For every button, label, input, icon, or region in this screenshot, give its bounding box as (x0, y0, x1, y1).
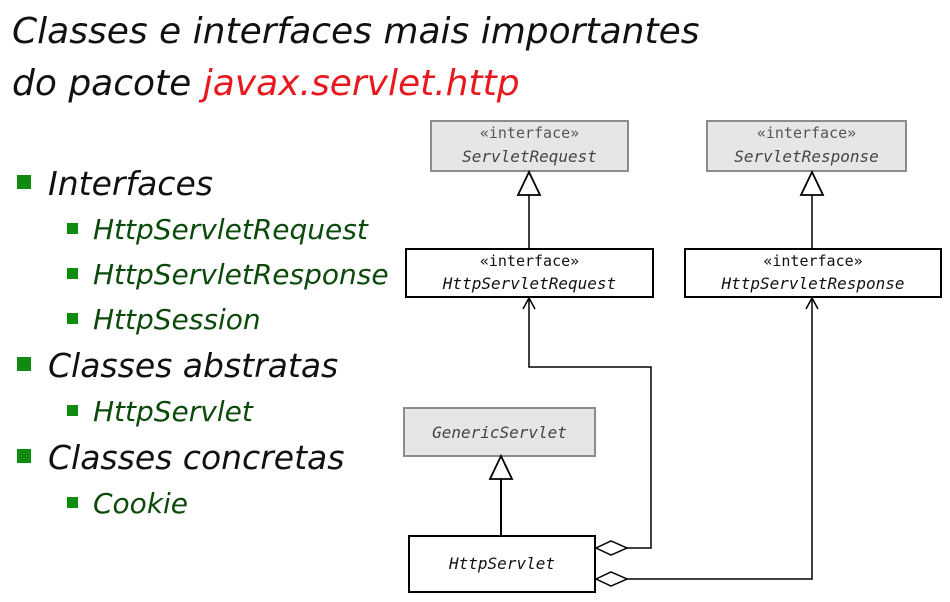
outline-subitem-label: HttpServlet (93, 395, 253, 428)
http-servlet-request-stereotype: «interface» (480, 252, 579, 270)
http-servlet-box (408, 535, 596, 593)
inheritance-arrow-icon (488, 453, 514, 480)
servlet-response-box (706, 120, 907, 172)
outline-subitem-label: HttpSession (93, 303, 261, 336)
outline-subitem: HttpServlet (0, 389, 389, 434)
outline-label: Interfaces (48, 164, 213, 203)
square-bullet-icon (67, 497, 78, 508)
http-servlet-response-stereotype: «interface» (763, 252, 862, 270)
square-bullet-icon (17, 357, 31, 371)
http-servlet-name: HttpServlet (448, 554, 555, 573)
inheritance-arrow-icon (516, 169, 542, 196)
outline-list: Interfaces HttpServletRequest HttpServle… (0, 160, 389, 526)
http-servlet-response-name: HttpServletResponse (720, 274, 904, 293)
square-bullet-icon (67, 405, 78, 416)
title-package: javax.servlet.http (202, 63, 520, 104)
page-title: Classes e interfaces mais importantes do… (12, 6, 732, 110)
title-prefix: Classes e interfaces mais importantes do… (12, 11, 700, 104)
servlet-response-name: ServletResponse (734, 147, 879, 166)
servlet-request-name: ServletRequest (462, 147, 597, 166)
outline-subitem: HttpServletResponse (0, 252, 389, 297)
outline-label: Classes concretas (48, 438, 345, 477)
outline-subitem: Cookie (0, 481, 389, 526)
outline-subitem: HttpServletRequest (0, 207, 389, 252)
dependency-arrow-icon (805, 296, 819, 310)
http-servlet-response-box (684, 248, 942, 298)
outline-label: Classes abstratas (48, 346, 339, 385)
outline-subitem-label: HttpServletRequest (93, 213, 368, 246)
outline-item-interfaces: Interfaces (0, 160, 389, 207)
outline-item-abstract-classes: Classes abstratas (0, 342, 389, 389)
servlet-request-stereotype: «interface» (480, 124, 579, 142)
aggregation-line-response (627, 299, 813, 580)
servlet-request-box (430, 120, 629, 172)
generic-servlet-name: GenericServlet (432, 423, 567, 442)
outline-subitem-label: Cookie (93, 487, 189, 520)
outline-item-concrete-classes: Classes concretas (0, 434, 389, 481)
servlet-response-stereotype: «interface» (757, 124, 856, 142)
square-bullet-icon (67, 223, 78, 234)
dependency-arrow-icon (522, 296, 536, 310)
square-bullet-icon (67, 268, 78, 279)
http-servlet-request-name: HttpServletRequest (442, 274, 616, 293)
inheritance-arrow-icon (799, 169, 825, 196)
aggregation-diamond-icon (594, 540, 629, 556)
outline-subitem-label: HttpServletResponse (93, 258, 389, 291)
square-bullet-icon (67, 313, 78, 324)
generic-servlet-box (403, 407, 596, 457)
square-bullet-icon (17, 449, 31, 463)
aggregation-diamond-icon (594, 571, 629, 587)
aggregation-line-request (528, 299, 652, 549)
square-bullet-icon (17, 175, 31, 189)
outline-subitem: HttpSession (0, 297, 389, 342)
